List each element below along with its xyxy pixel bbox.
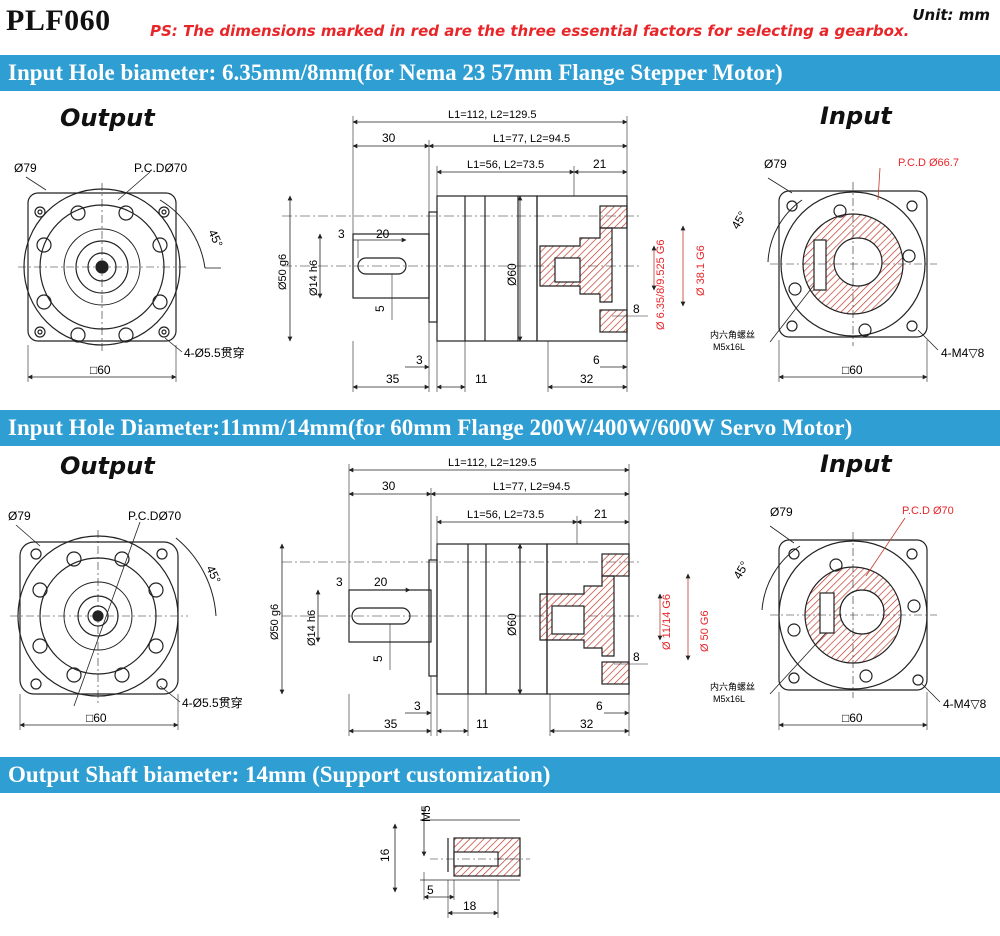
output-front-view-1 bbox=[18, 171, 221, 382]
section-band-3: Output Shaft biameter: 14mm (Support cus… bbox=[0, 757, 1000, 793]
out2-square: □60 bbox=[86, 711, 107, 725]
input-label-1: Input bbox=[820, 102, 892, 130]
side1-d5: 5 bbox=[373, 305, 387, 312]
side1-d50: Ø50 g6 bbox=[277, 254, 289, 290]
in2-square: □60 bbox=[842, 711, 863, 725]
out1-dia: Ø79 bbox=[14, 161, 37, 175]
in2-holes: 4-M4▽8 bbox=[943, 697, 987, 711]
side2-bore: Ø 11/14 G6 bbox=[661, 594, 673, 650]
side2-Ltotal: L1=112, L2=129.5 bbox=[448, 457, 537, 469]
in2-pcd: P.C.D Ø70 bbox=[902, 505, 954, 517]
side1-d8: 8 bbox=[633, 302, 640, 316]
ps-key: PS: bbox=[150, 22, 178, 40]
shaft-d5: 5 bbox=[427, 883, 434, 897]
in2-angle: 45° bbox=[730, 559, 751, 582]
side2-d3b: 3 bbox=[414, 699, 421, 713]
side1-d21: 21 bbox=[593, 157, 607, 171]
side2-d3: 3 bbox=[336, 575, 343, 589]
in1-screw: M5x16L bbox=[713, 342, 745, 352]
side1-pilot: Ø 38.1 G6 bbox=[695, 245, 707, 296]
side1-d11: 11 bbox=[475, 372, 488, 386]
side1-Lsmall: L1=56, L2=73.5 bbox=[467, 159, 544, 171]
side1-d60: Ø60 bbox=[505, 263, 519, 286]
section-band-2: Input Hole Diameter:11mm/14mm(for 60mm F… bbox=[0, 410, 1000, 446]
out1-square: □60 bbox=[90, 363, 111, 377]
side1-d32: 32 bbox=[580, 372, 594, 386]
out2-pcd: P.C.DØ70 bbox=[128, 509, 181, 523]
shaft-d16: 16 bbox=[378, 848, 392, 862]
side1-d14: Ø14 h6 bbox=[308, 260, 320, 296]
section-band-1: Input Hole biameter: 6.35mm/8mm(for Nema… bbox=[0, 55, 1000, 91]
out2-dia: Ø79 bbox=[8, 509, 31, 523]
ps-note: PS: The dimensions marked in red are the… bbox=[150, 22, 909, 40]
side2-d50: Ø50 g6 bbox=[269, 604, 281, 640]
input-front-view-2 bbox=[761, 517, 941, 730]
side2-Lmid: L1=77, L2=94.5 bbox=[493, 481, 570, 493]
side1-d3: 3 bbox=[338, 227, 345, 241]
out1-pcd: P.C.DØ70 bbox=[134, 161, 187, 175]
side2-d35: 35 bbox=[384, 717, 398, 731]
out1-holes: 4-Ø5.5贯穿 bbox=[184, 345, 245, 360]
in2-screw: M5x16L bbox=[713, 694, 745, 704]
output-front-view-2 bbox=[10, 521, 217, 730]
side1-d30: 30 bbox=[382, 131, 396, 145]
side1-d3b: 3 bbox=[416, 353, 423, 367]
input-front-view-1 bbox=[767, 167, 939, 382]
side2-Lsmall: L1=56, L2=73.5 bbox=[467, 509, 544, 521]
input-label-2: Input bbox=[820, 450, 892, 478]
side2-d32: 32 bbox=[580, 717, 594, 731]
in1-pcd: P.C.D Ø66.7 bbox=[898, 157, 959, 169]
side1-d35: 35 bbox=[386, 372, 400, 386]
side2-d30: 30 bbox=[382, 479, 396, 493]
shaft-m5: M5 bbox=[419, 805, 433, 822]
side2-d6: 6 bbox=[596, 699, 603, 713]
in1-screw-cn: 内六角螺丝 bbox=[710, 329, 755, 340]
output-label-1: Output bbox=[60, 104, 155, 132]
side2-d14: Ø14 h6 bbox=[306, 610, 318, 646]
side1-Lmid: L1=77, L2=94.5 bbox=[493, 133, 570, 145]
side2-d8: 8 bbox=[633, 650, 640, 664]
side1-d6: 6 bbox=[593, 353, 600, 367]
side2-pilot: Ø 50 G6 bbox=[699, 610, 711, 652]
section-2-drawings: Ø79 P.C.DØ70 45° 4-Ø5.5贯穿 □60 bbox=[8, 457, 987, 736]
side2-d21: 21 bbox=[594, 507, 608, 521]
in2-dia: Ø79 bbox=[770, 505, 793, 519]
ps-text: The dimensions marked in red are the thr… bbox=[183, 22, 910, 40]
side1-Ltotal: L1=112, L2=129.5 bbox=[448, 109, 537, 121]
model-name: PLF060 bbox=[6, 4, 111, 37]
in1-square: □60 bbox=[842, 363, 863, 377]
side2-d60: Ø60 bbox=[505, 613, 519, 636]
in1-dia: Ø79 bbox=[764, 157, 787, 171]
side2-d11: 11 bbox=[476, 717, 489, 731]
section-1-drawings: Ø79 P.C.DØ70 45° 4-Ø5.5贯穿 □60 bbox=[14, 109, 985, 392]
side-view-2 bbox=[279, 464, 691, 736]
in1-angle: 45° bbox=[728, 209, 749, 232]
out2-holes: 4-Ø5.5贯穿 bbox=[182, 695, 243, 710]
in2-screw-cn: 内六角螺丝 bbox=[710, 681, 755, 692]
shaft-detail bbox=[392, 806, 530, 918]
out1-angle: 45° bbox=[205, 227, 225, 250]
side2-d20: 20 bbox=[374, 575, 388, 589]
out2-angle: 45° bbox=[203, 563, 223, 586]
output-label-2: Output bbox=[60, 452, 155, 480]
side1-d20: 20 bbox=[376, 227, 390, 241]
unit-label: Unit: mm bbox=[912, 6, 990, 24]
side-view-1 bbox=[282, 116, 686, 392]
side1-bore: Ø 6.35/8/9.525 G6 bbox=[655, 239, 667, 330]
in1-holes: 4-M4▽8 bbox=[941, 346, 985, 360]
shaft-d18: 18 bbox=[463, 899, 477, 913]
side2-d5: 5 bbox=[371, 655, 385, 662]
